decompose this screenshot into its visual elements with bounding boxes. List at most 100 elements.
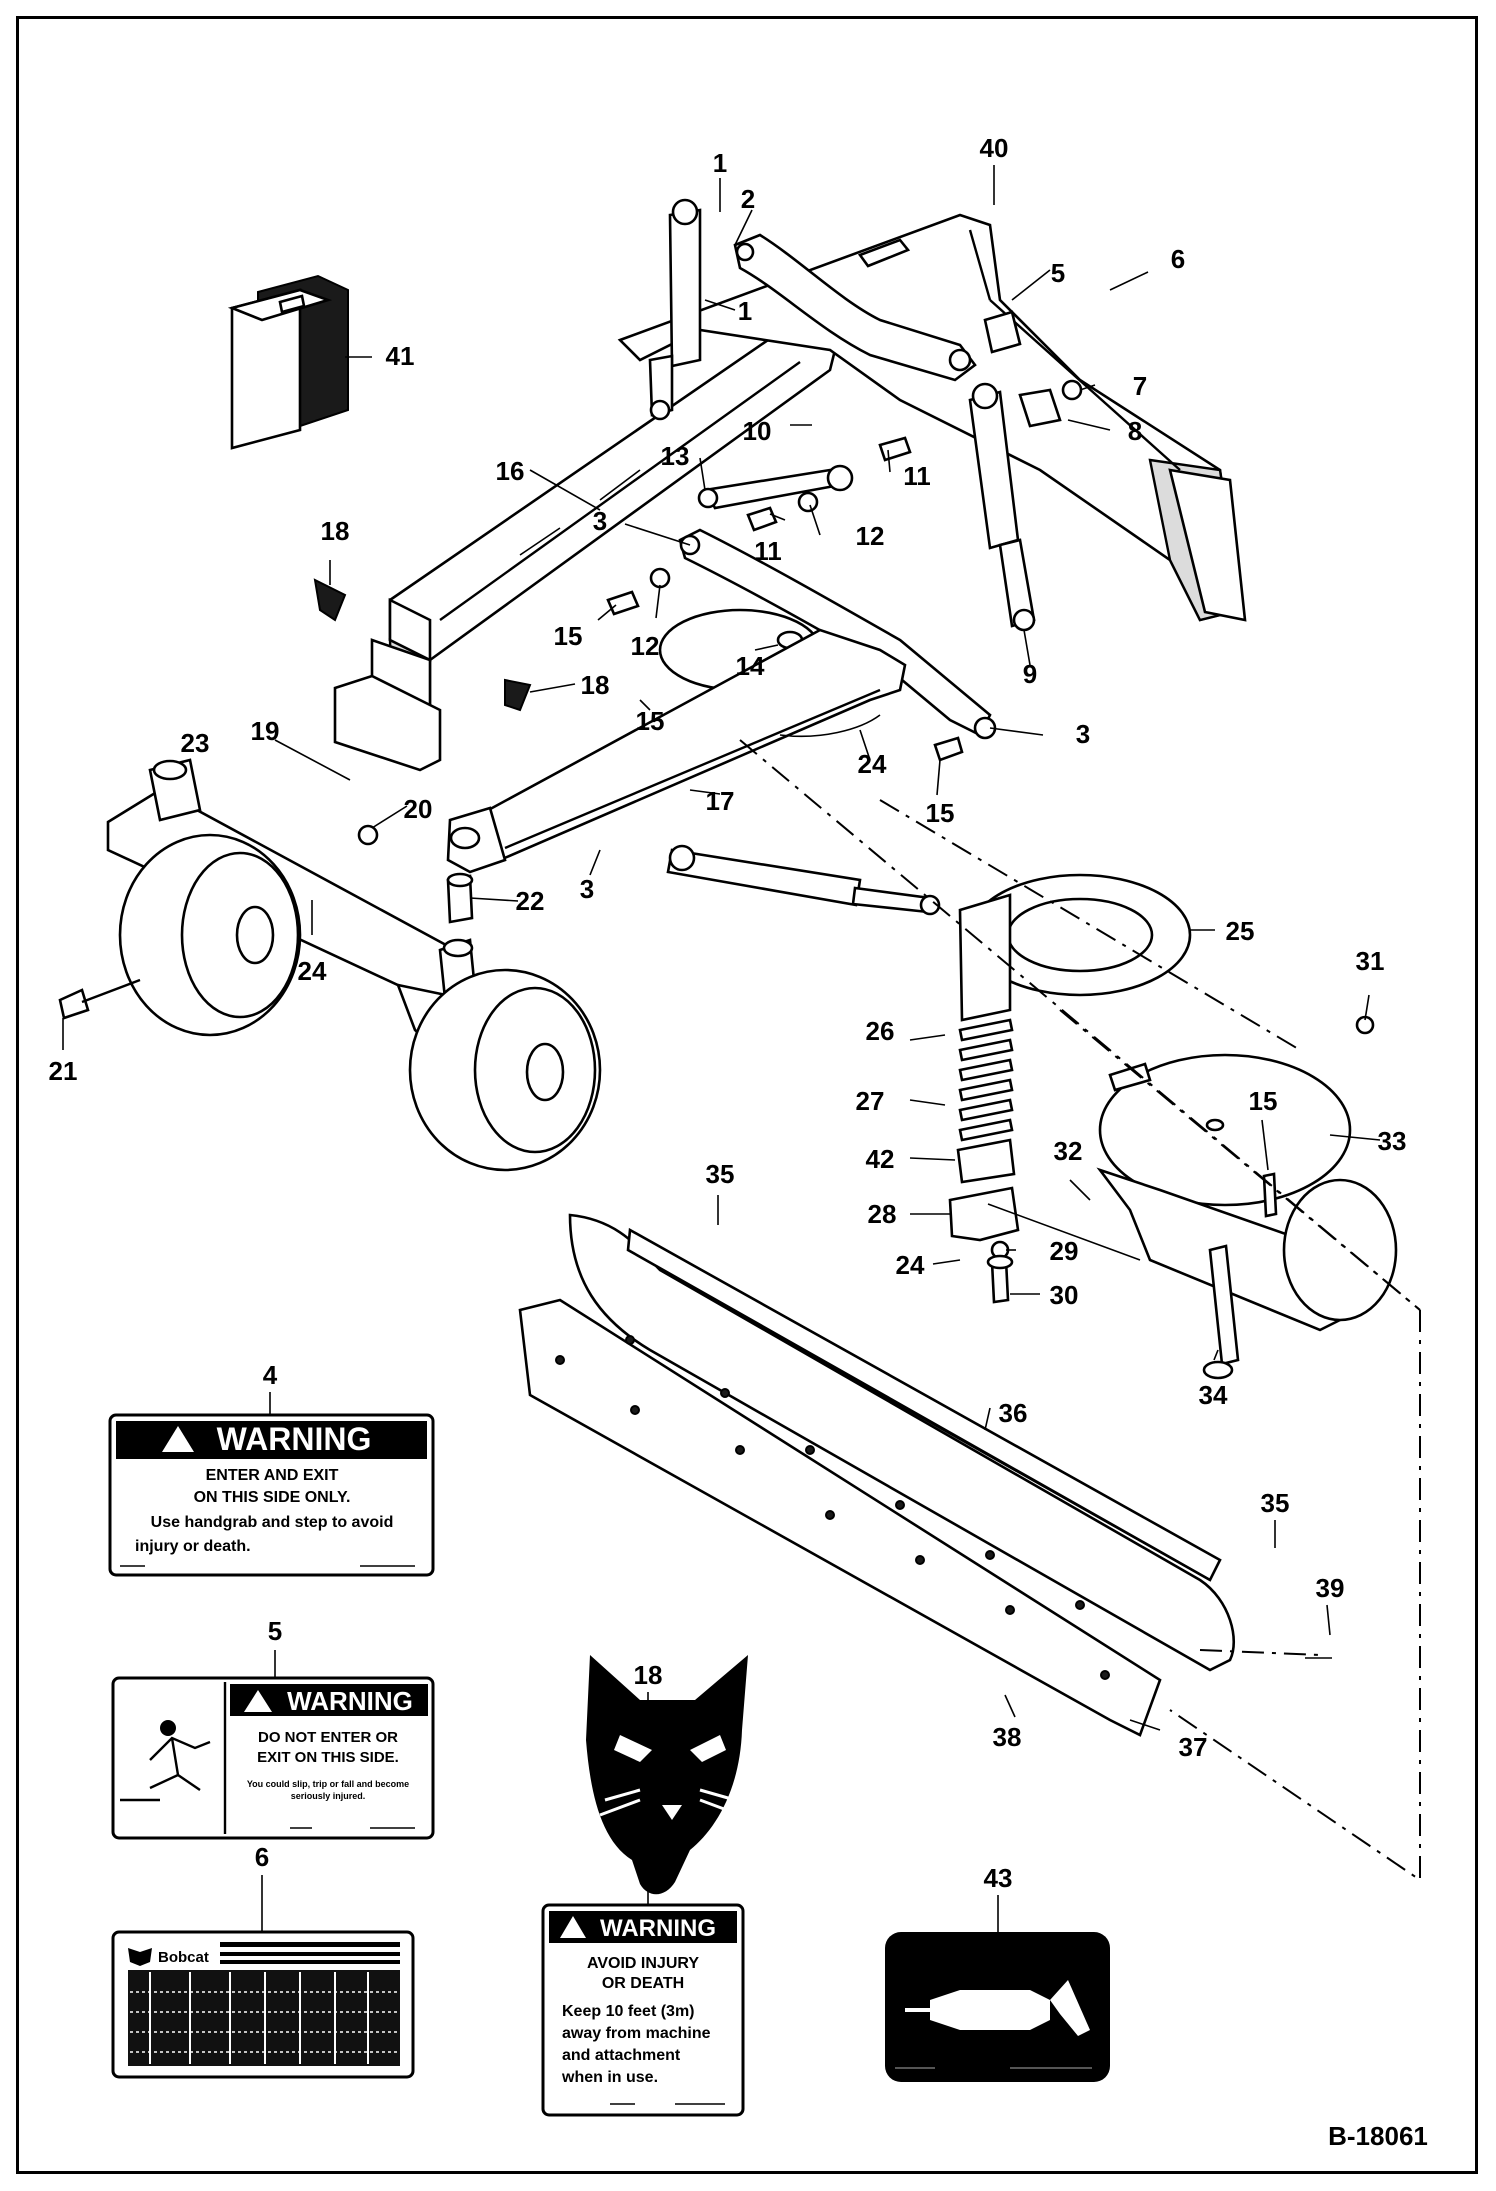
callout-40: 40 <box>980 133 1009 163</box>
callout-38: 38 <box>993 1722 1022 1752</box>
callout-15c: 15 <box>926 798 955 828</box>
callout-35b: 35 <box>1261 1488 1290 1518</box>
callout-39: 39 <box>1316 1573 1345 1603</box>
bobcat-head-small-icon <box>128 1948 152 1966</box>
warning-triangle-icon <box>560 1916 586 1938</box>
callout-8: 8 <box>1128 416 1142 446</box>
decal-6-brand: Bobcat <box>158 1949 209 1966</box>
part-17-drawbar <box>446 628 907 874</box>
callout-18b: 18 <box>581 670 610 700</box>
callout-10a: 10 <box>743 416 772 446</box>
callout-3b: 3 <box>1076 719 1090 749</box>
callout-26: 26 <box>866 1016 895 1046</box>
callout-15b: 15 <box>636 706 665 736</box>
callout-36: 36 <box>999 1398 1028 1428</box>
decal-10-line-1: AVOID INJURY <box>587 1955 699 1972</box>
bobcat-logo-icon <box>586 1655 748 1895</box>
part-2-upper-link <box>733 233 977 382</box>
part-25-circle <box>958 873 1192 1022</box>
assembly-lines <box>739 739 1421 1882</box>
leader-lines <box>62 165 1381 1932</box>
callout-15a: 15 <box>554 621 583 651</box>
callout-2: 2 <box>741 184 755 214</box>
callout-32: 32 <box>1054 1136 1083 1166</box>
warning-triangle-icon <box>162 1426 194 1452</box>
callout-19: 19 <box>251 716 280 746</box>
falling-person-icon <box>120 1720 211 1802</box>
callout-23: 23 <box>181 728 210 758</box>
callout-18a: 18 <box>321 516 350 546</box>
callout-5b: 5 <box>268 1616 282 1646</box>
decal-5: WARNING DO NOT ENTER OR EXIT ON THIS SID… <box>111 1676 435 1840</box>
callout-3a: 3 <box>593 506 607 536</box>
part-3-link-arm <box>678 528 997 740</box>
part-side-cylinder <box>666 844 941 916</box>
callout-43: 43 <box>984 1863 1013 1893</box>
callout-10b: 10 <box>634 1844 663 1874</box>
callout-6b: 6 <box>255 1842 269 1872</box>
warning-triangle-icon <box>244 1690 272 1712</box>
callout-18c: 18 <box>634 1660 663 1690</box>
callout-37: 37 <box>1179 1732 1208 1762</box>
callout-21: 21 <box>49 1056 78 1086</box>
callout-12b: 12 <box>631 631 660 661</box>
callout-4: 4 <box>263 1360 278 1390</box>
part-shim-stack <box>948 1018 1020 1304</box>
decal-4-line-3: Use handgrab and step to avoid <box>151 1514 394 1531</box>
callout-24c: 24 <box>896 1250 925 1280</box>
callout-20: 20 <box>404 794 433 824</box>
decal-4-line-4: injury or death. <box>135 1538 251 1555</box>
callout-7: 7 <box>1133 371 1147 401</box>
decal-4-line-2: ON THIS SIDE ONLY. <box>194 1489 351 1506</box>
decal-10-line-4: away from machine <box>562 2025 711 2042</box>
callout-labels: 1 2 1 40 5 6 7 8 10 13 11 11 12 3 16 18 … <box>49 133 1407 1893</box>
part-pins <box>606 379 1083 762</box>
callout-3c: 3 <box>580 874 594 904</box>
callout-41: 41 <box>386 341 415 371</box>
callout-24b: 24 <box>298 956 327 986</box>
decal-4-header: WARNING <box>217 1421 372 1457</box>
part-33-turntable <box>1096 1015 1398 1380</box>
logo-18-small <box>313 578 532 712</box>
decal-5-line-1: DO NOT ENTER OR <box>258 1729 398 1746</box>
decal-4-line-1: ENTER AND EXIT <box>206 1467 339 1484</box>
part-16-main-frame <box>333 316 842 772</box>
callout-31: 31 <box>1356 946 1385 976</box>
callout-25: 25 <box>1226 916 1255 946</box>
callout-12a: 12 <box>856 521 885 551</box>
part-41-box <box>227 274 349 450</box>
callout-30: 30 <box>1050 1280 1079 1310</box>
edge-bolt-holes <box>555 1335 1110 1680</box>
decal-6-data-table <box>128 1942 400 2066</box>
decal-4: WARNING ENTER AND EXIT ON THIS SIDE ONLY… <box>108 1413 435 1577</box>
callout-17: 17 <box>706 786 735 816</box>
callout-13: 13 <box>661 441 690 471</box>
part-37-cutting-edge <box>518 1298 1162 1737</box>
callout-28: 28 <box>868 1199 897 1229</box>
callout-42: 42 <box>866 1144 895 1174</box>
callout-33: 33 <box>1378 1126 1407 1156</box>
callout-14: 14 <box>736 651 765 681</box>
callout-9: 9 <box>1023 659 1037 689</box>
callout-16: 16 <box>496 456 525 486</box>
decal-10-line-3: Keep 10 feet (3m) <box>562 2003 695 2020</box>
decal-5-fine-1: You could slip, trip or fall and become <box>247 1779 409 1789</box>
wheel-right <box>408 968 602 1172</box>
decal-6: Bobcat <box>111 1930 415 2079</box>
decal-5-line-2: EXIT ON THIS SIDE. <box>257 1749 399 1766</box>
wheel-left <box>118 833 302 1037</box>
decal-5-header: WARNING <box>287 1686 413 1716</box>
decal-10-line-5: and attachment <box>562 2047 681 2064</box>
decal-10: WARNING AVOID INJURY OR DEATH Keep 10 fe… <box>541 1903 745 2117</box>
decal-10-line-2: OR DEATH <box>602 1975 684 1992</box>
callout-29: 29 <box>1050 1236 1079 1266</box>
decal-43 <box>885 1932 1110 2082</box>
callout-11b: 11 <box>754 536 782 566</box>
part-36-moldboard <box>568 1213 1235 1672</box>
part-13-link <box>697 464 854 510</box>
callout-15d: 15 <box>1249 1086 1278 1116</box>
grease-gun-icon <box>905 1980 1090 2036</box>
axle-pin-22 <box>446 872 474 924</box>
part-rear-frame <box>617 213 1247 622</box>
